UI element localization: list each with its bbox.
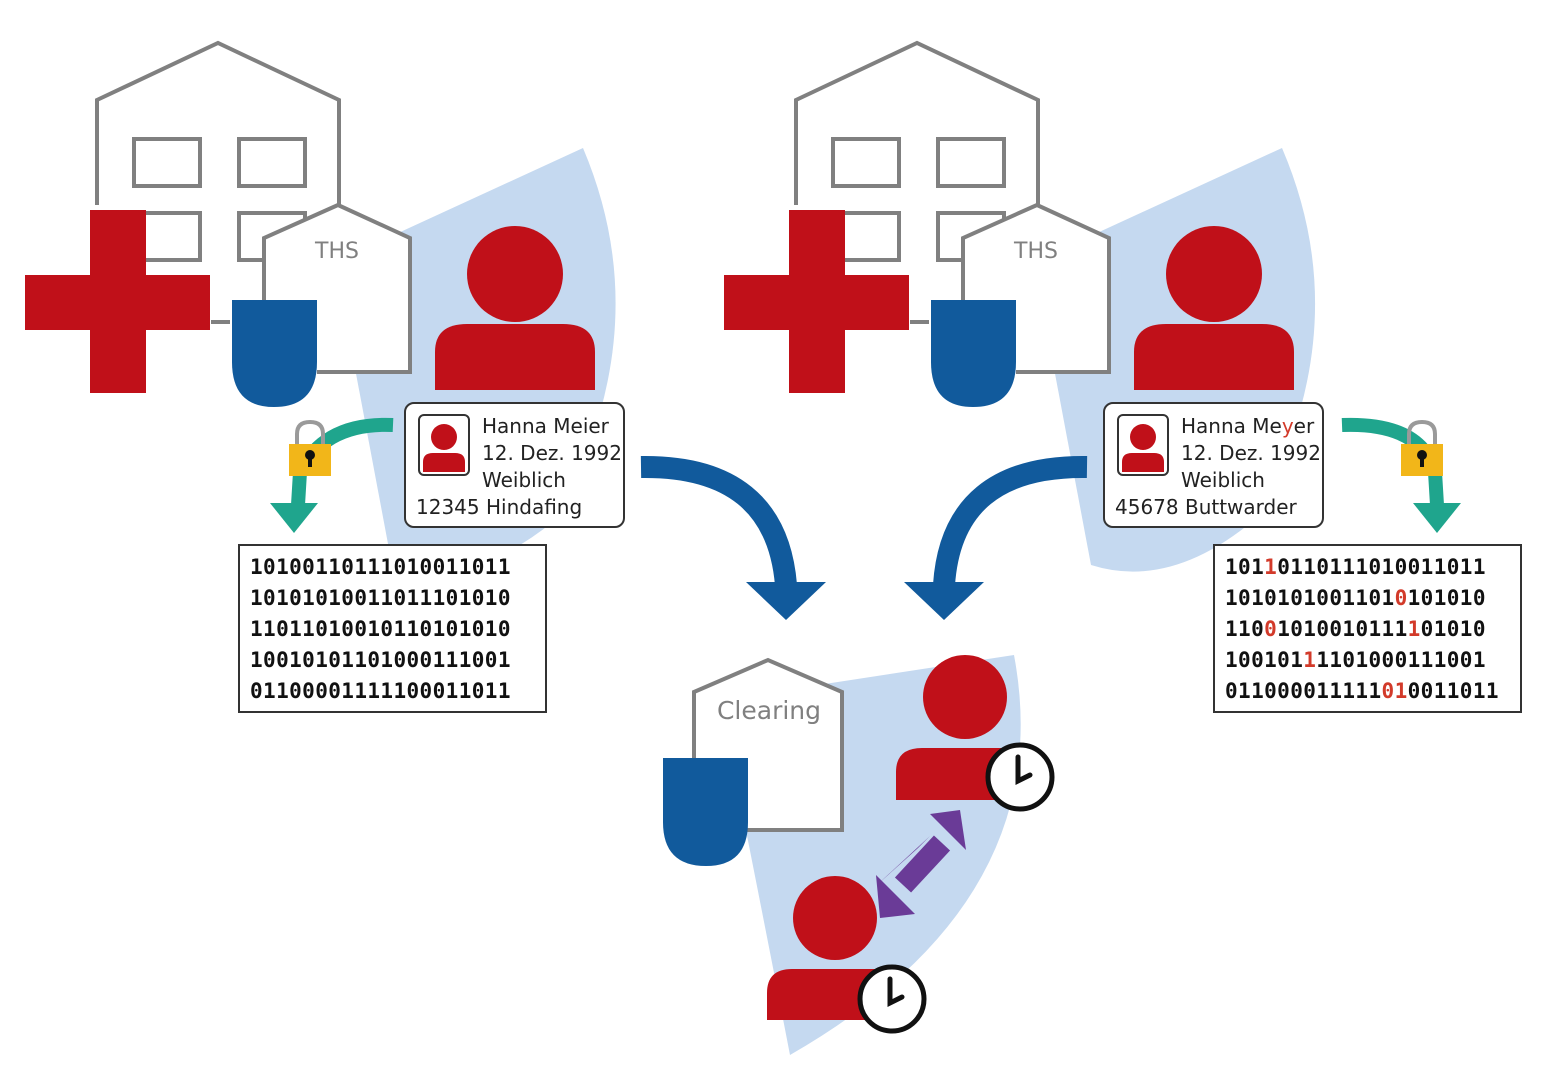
right-card-avatar bbox=[1117, 414, 1169, 476]
left-card-avatar bbox=[418, 414, 470, 476]
left-lock-icon bbox=[289, 419, 331, 476]
binary-line: 10010111101000111001 bbox=[1225, 645, 1520, 676]
changed-bit: 0 bbox=[1394, 586, 1408, 610]
left-card-address: 12345 Hindafing bbox=[416, 495, 583, 519]
right-lock-icon bbox=[1401, 419, 1443, 476]
bit-run: 1010010111 bbox=[1277, 617, 1408, 641]
binary-line: 01100001111100011011 bbox=[250, 679, 511, 703]
clearing-blue-shield-icon bbox=[663, 758, 748, 866]
name-part: er bbox=[1293, 414, 1315, 438]
right-card-birthdate: 12. Dez. 1992 bbox=[1181, 441, 1321, 465]
binary-line: 11001010010111101010 bbox=[1225, 614, 1520, 645]
bit-run: 1101000111001 bbox=[1316, 648, 1486, 672]
left-arrow-to-clearing bbox=[640, 455, 826, 620]
left-group: THS bbox=[25, 40, 826, 620]
binary-line: 10101010011010101010 bbox=[1225, 583, 1520, 614]
name-changed-letter: y bbox=[1281, 414, 1294, 438]
binary-line: 10100110111010011011 bbox=[250, 555, 511, 579]
binary-line: 011000011111010011011 bbox=[1225, 676, 1520, 707]
left-binary-box: 10100110111010011011 1010101001101110101… bbox=[238, 544, 547, 713]
changed-bit: 1 bbox=[1303, 648, 1317, 672]
changed-bit: 1 bbox=[1264, 555, 1278, 579]
bit-run: 01010 bbox=[1420, 617, 1486, 641]
binary-line: 10101010011011101010 bbox=[250, 586, 511, 610]
bit-run: 011000011111 bbox=[1225, 679, 1382, 703]
avatar-person-icon bbox=[423, 424, 465, 472]
name-part: Hanna Me bbox=[1181, 414, 1282, 438]
avatar-person-icon bbox=[1122, 424, 1164, 472]
left-patient-card: Hanna Meier 12. Dez. 1992 Weiblich 12345… bbox=[404, 402, 625, 528]
right-red-cross-icon bbox=[724, 210, 909, 393]
right-ths-label: THS bbox=[1013, 239, 1058, 264]
right-encrypt-arrow bbox=[1341, 417, 1461, 533]
clearing-group: Clearing bbox=[663, 655, 1055, 1055]
match-double-arrow-icon bbox=[876, 810, 966, 918]
right-patient-card: Hanna Meyer 12. Dez. 1992 Weiblich 45678… bbox=[1103, 402, 1324, 528]
left-ths-label: THS bbox=[314, 239, 359, 264]
left-card-birthdate: 12. Dez. 1992 bbox=[482, 441, 622, 465]
bit-run: 101 bbox=[1225, 555, 1265, 579]
bit-run: 0011011 bbox=[1407, 679, 1499, 703]
right-group: THS bbox=[724, 40, 1461, 620]
right-blue-shield-icon bbox=[931, 300, 1016, 407]
clearing-label: Clearing bbox=[717, 696, 821, 725]
clock-upper-icon bbox=[985, 742, 1055, 812]
binary-line: 11011010010110101010 bbox=[250, 617, 511, 641]
bit-run: 101010 bbox=[1407, 586, 1486, 610]
right-arrow-to-clearing bbox=[904, 455, 1088, 620]
changed-bit: 0 bbox=[1264, 617, 1278, 641]
right-card-gender: Weiblich bbox=[1181, 468, 1265, 492]
left-card-gender: Weiblich bbox=[482, 468, 566, 492]
binary-line: 10110110111010011011 bbox=[1225, 552, 1520, 583]
bit-run: 110 bbox=[1225, 617, 1265, 641]
changed-bit: 1 bbox=[1407, 617, 1421, 641]
left-card-name: Hanna Meier bbox=[482, 414, 609, 438]
bit-run: 100101 bbox=[1225, 648, 1304, 672]
bit-run: 0110111010011011 bbox=[1277, 555, 1486, 579]
changed-bit: 01 bbox=[1381, 679, 1408, 703]
right-card-address: 45678 Buttwarder bbox=[1115, 495, 1297, 519]
left-blue-shield-icon bbox=[232, 300, 317, 407]
bit-run: 1010101001101 bbox=[1225, 586, 1395, 610]
right-card-name: Hanna Meyer bbox=[1181, 414, 1314, 438]
clock-lower-icon bbox=[857, 964, 927, 1034]
binary-line: 10010101101000111001 bbox=[250, 648, 511, 672]
left-red-cross-icon bbox=[25, 210, 210, 393]
